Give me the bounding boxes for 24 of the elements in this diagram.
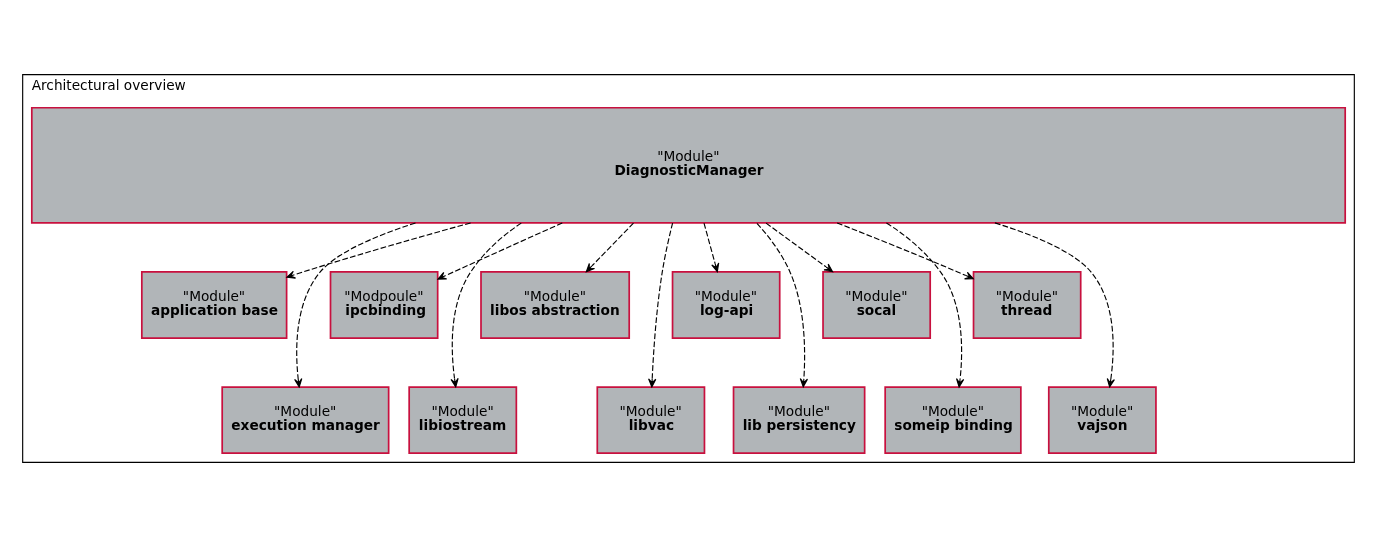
arrow: [450, 222, 522, 388]
arrow: [286, 222, 472, 279]
node-box: "Module" someip binding: [884, 386, 1022, 455]
node-box: "Module" vajson: [1047, 386, 1157, 455]
arrow: [437, 222, 563, 280]
arrow: [648, 222, 674, 388]
node-box: "Module" application base: [140, 271, 288, 339]
node-box: "Module" lib persistency: [732, 386, 866, 455]
node-box: "Module" libiostream: [408, 386, 518, 455]
node-box: "Module" socal: [822, 271, 932, 339]
node-box: "Modpoule" ipcbinding: [329, 271, 439, 339]
arrow: [994, 222, 1115, 388]
node-box: "Module" libvac: [596, 386, 706, 455]
node-box: "Module" log-api: [671, 271, 781, 339]
node-box: "Module" libos abstraction: [480, 271, 631, 339]
node-box: "Module" execution manager: [221, 386, 390, 455]
arrow: [885, 222, 965, 388]
arrow: [294, 222, 417, 388]
node-box: "Module" thread: [972, 271, 1082, 339]
arrow: [585, 222, 635, 273]
arrow: [703, 222, 720, 273]
arrow: [756, 222, 809, 388]
arrow: [765, 222, 834, 273]
node-box: "Module" DiagnosticManager: [30, 106, 1347, 224]
